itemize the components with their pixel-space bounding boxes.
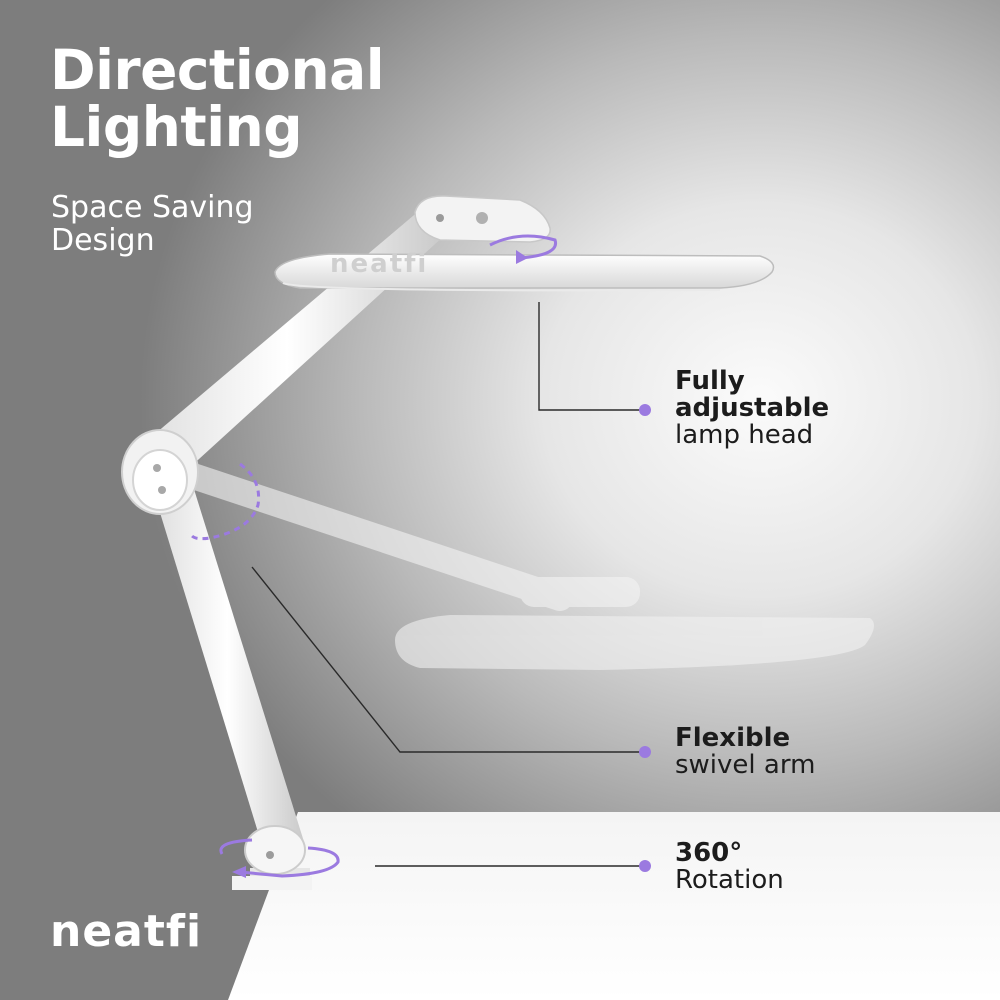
rotation-arcs [190,234,558,878]
callout-rotation: 360° Rotation [675,840,784,894]
callout-swivel-arm-bold: Flexible [675,723,791,753]
headline: Directional Lighting [50,42,385,159]
brand-logo: neatfi [50,906,203,957]
desk-surface [228,812,1000,1000]
callout-lamp-head: Fully adjustable lamp head [675,368,829,449]
elbow-joint [121,429,199,515]
callout-dot-lamp-head [639,404,651,416]
callout-lamp-head-bold-1: Fully [675,366,745,396]
subheadline-line-1: Space Saving [51,190,254,225]
callout-lines [251,302,645,867]
callout-dot-rotation [639,860,651,872]
callout-lamp-head-text: lamp head [675,420,814,450]
base-clamp [232,825,312,890]
callout-rotation-bold: 360° [675,838,743,868]
callout-swivel-arm-text: swivel arm [675,750,816,780]
ghost-lamp [162,457,874,670]
lower-arm [150,470,305,855]
callout-swivel-arm: Flexible swivel arm [675,725,815,779]
headline-line-2: Lighting [50,95,303,159]
subheadline: Space Saving Design [51,191,254,257]
callout-dot-swivel-arm [639,746,651,758]
lamp-head-logo: neatfi [330,249,428,279]
callout-lamp-head-bold-2: adjustable [675,393,830,423]
callout-line-swivel-arm [251,566,645,753]
callout-line-lamp-head [538,302,645,411]
headline-line-1: Directional [50,38,385,102]
callout-rotation-text: Rotation [675,865,784,895]
subheadline-line-2: Design [51,223,155,258]
lamp-head [274,195,775,292]
callout-dots [639,404,651,872]
